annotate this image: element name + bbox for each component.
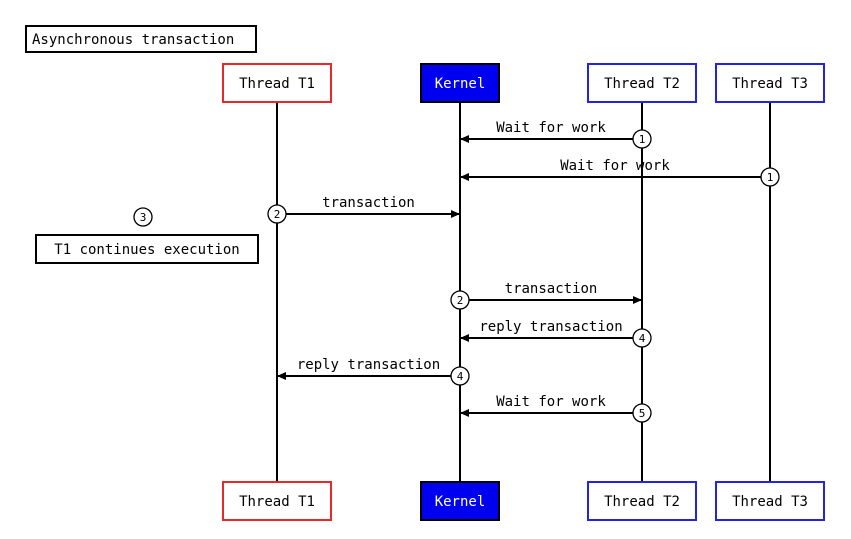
participant-kernel-top: Kernel (420, 63, 500, 103)
step-circle (450, 290, 470, 310)
message-label: reply transaction (297, 357, 440, 373)
participant-box (715, 63, 825, 103)
message-label: Wait for work (496, 394, 606, 410)
message-label: transaction (505, 281, 598, 297)
participant-box (420, 481, 500, 521)
step-circle (760, 167, 780, 187)
note-box (35, 234, 259, 264)
step-label: 2 (457, 294, 464, 307)
participant-box (222, 63, 332, 103)
participant-box (587, 481, 697, 521)
participants-top: Thread T1 Kernel Thread T2 Thread T3 (222, 63, 825, 103)
participant-box (420, 63, 500, 103)
step-circle (632, 129, 652, 149)
step-label: 4 (639, 332, 646, 345)
diagram-title-text: Asynchronous transaction (32, 32, 234, 48)
participant-label: Thread T2 (604, 76, 680, 92)
participant-box (222, 481, 332, 521)
participant-kernel-bottom: Kernel (420, 481, 500, 521)
participant-label: Thread T3 (732, 76, 808, 92)
step-circle (267, 204, 287, 224)
participants-bottom: Thread T1 Kernel Thread T2 Thread T3 (222, 481, 825, 521)
message-label: Wait for work (560, 158, 670, 174)
step-label: 5 (639, 407, 646, 420)
message-3: 2 transaction (267, 195, 460, 224)
diagram-title: Asynchronous transaction (25, 25, 257, 53)
message-7: 5 Wait for work (460, 394, 652, 423)
message-label: Wait for work (496, 120, 606, 136)
participant-t2-bottom: Thread T2 (587, 481, 697, 521)
step-circle (450, 366, 470, 386)
participant-label: Thread T3 (732, 494, 808, 510)
message-1: 1 Wait for work (460, 120, 652, 149)
participant-label: Thread T2 (604, 494, 680, 510)
step-label: 1 (767, 171, 774, 184)
participant-box (587, 63, 697, 103)
participant-label: Kernel (435, 76, 486, 92)
participant-t1-bottom: Thread T1 (222, 481, 332, 521)
note: 3 T1 continues execution (35, 207, 259, 264)
participant-label: Thread T1 (239, 494, 315, 510)
step-circle (632, 403, 652, 423)
note-step-circle (133, 207, 153, 227)
participant-t2-top: Thread T2 (587, 63, 697, 103)
participant-t1-top: Thread T1 (222, 63, 332, 103)
message-label: transaction (322, 195, 415, 211)
participant-box (715, 481, 825, 521)
participant-label: Thread T1 (239, 76, 315, 92)
step-label: 4 (457, 370, 464, 383)
participant-t3-top: Thread T3 (715, 63, 825, 103)
message-5: 4 reply transaction (460, 319, 652, 348)
message-6: 4 reply transaction (277, 357, 470, 386)
participant-t3-bottom: Thread T3 (715, 481, 825, 521)
message-label: reply transaction (479, 319, 622, 335)
message-4: 2 transaction (450, 281, 642, 310)
note-step-label: 3 (140, 211, 147, 224)
step-label: 1 (639, 133, 646, 146)
participant-label: Kernel (435, 494, 486, 510)
message-2: 1 Wait for work (460, 158, 780, 187)
step-label: 2 (274, 208, 281, 221)
note-text: T1 continues execution (54, 242, 239, 258)
step-circle (632, 328, 652, 348)
